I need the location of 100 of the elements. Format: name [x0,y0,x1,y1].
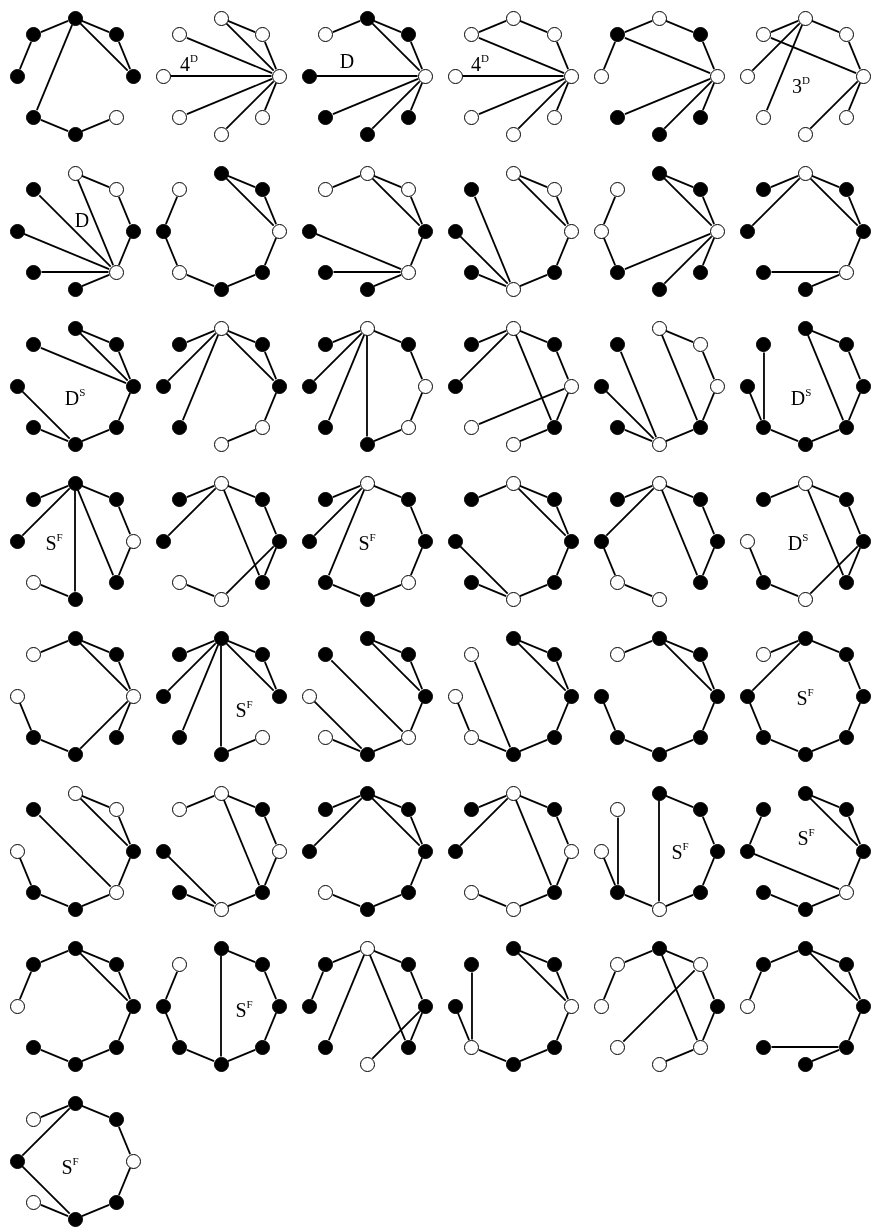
edge-line [373,484,402,498]
edge-line [624,429,653,443]
filled-vertex [213,1056,229,1072]
edge-line [478,1049,507,1063]
graph-label: D$^{S}$ [790,388,812,408]
hollow-vertex [610,957,626,973]
edge-line [332,894,361,908]
edge-line [186,484,215,498]
filled-vertex [26,419,42,435]
filled-vertex [593,533,609,549]
edge-line [373,894,402,908]
edge-line [848,661,862,690]
edge-line [665,794,694,808]
filled-vertex [359,785,375,801]
filled-vertex [756,264,772,280]
edge-line [21,487,71,537]
filled-vertex [108,647,124,663]
hollow-vertex [172,109,188,125]
filled-vertex [610,109,626,125]
edge-line [225,642,275,692]
edge-line [770,894,799,908]
filled-vertex [67,281,83,297]
edge-line [81,1204,110,1218]
edge-line [848,816,862,845]
edge-line [517,642,567,692]
edge-line [770,584,799,598]
edge-line [519,19,548,33]
edge-line [478,794,507,808]
filled-vertex [417,843,433,859]
edge-line [227,1049,256,1063]
filled-vertex [359,630,375,646]
filled-vertex [271,688,287,704]
graph-label: D [339,51,355,71]
filled-vertex [172,729,188,745]
filled-vertex [546,957,562,973]
filled-vertex [359,281,375,297]
edge-line [514,799,553,886]
edge-line [617,816,619,886]
hollow-vertex [125,533,141,549]
hollow-vertex [651,320,667,336]
edge-line [18,857,32,886]
edge-line [167,332,217,382]
edge-line [18,41,32,70]
filled-vertex [610,264,626,280]
filled-vertex [125,378,141,394]
edge-line [519,894,548,908]
edge-line [848,41,862,70]
edge-line [117,351,132,380]
filled-vertex [855,843,871,859]
edge-line [410,661,424,690]
filled-vertex [318,419,334,435]
edge-line [373,949,402,963]
edge-line [556,702,570,731]
hollow-vertex [359,1056,375,1072]
edge-line [21,390,71,440]
edge-line [368,954,407,1041]
filled-vertex [838,574,854,590]
edge-line [264,547,278,576]
filled-vertex [709,533,725,549]
edge-line [459,235,509,285]
edge-line [770,949,799,963]
filled-vertex [505,940,521,956]
graph-label: S$^{F}$ [235,1000,253,1020]
filled-vertex [125,68,141,84]
edge-line [227,429,256,443]
filled-vertex [464,802,480,818]
edge-line [81,19,110,33]
hollow-vertex [610,574,626,590]
filled-vertex [546,884,562,900]
edge-line [186,77,273,116]
filled-vertex [855,533,871,549]
filled-vertex [108,574,124,590]
filled-vertex [155,378,171,394]
filled-vertex [26,264,42,280]
hollow-vertex [739,998,755,1014]
filled-vertex [651,746,667,762]
hollow-vertex [213,785,229,801]
edge-line [373,639,402,653]
edge-line [624,484,653,498]
filled-vertex [417,998,433,1014]
filled-vertex [318,647,334,663]
hollow-vertex [797,126,813,142]
filled-vertex [125,998,141,1014]
hollow-vertex [26,1112,42,1128]
edge-line [665,639,694,653]
edge-line [665,19,694,33]
edge-line [702,547,716,576]
filled-vertex [26,492,42,508]
filled-vertex [172,1039,188,1055]
edge-line [748,547,762,576]
hollow-vertex [318,884,334,900]
hollow-vertex [855,68,871,84]
edge-line [264,41,278,70]
filled-vertex [26,802,42,818]
edge-line [811,894,840,908]
edge-line [225,545,275,595]
edge-line [624,894,653,908]
edge-line [76,179,115,266]
hollow-vertex [271,843,287,859]
filled-vertex [254,182,270,198]
